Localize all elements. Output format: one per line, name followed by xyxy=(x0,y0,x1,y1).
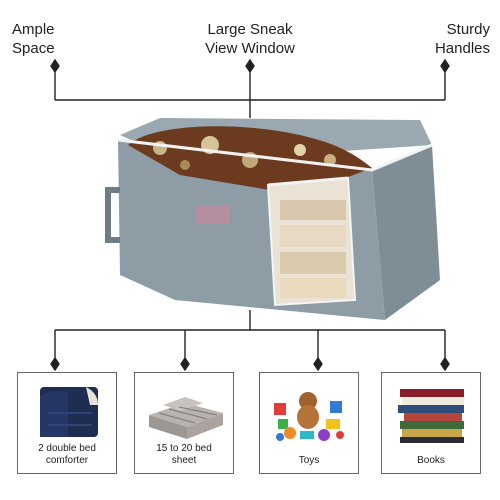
caption-line: Books xyxy=(417,455,445,466)
card-caption: 2 double bed comforter xyxy=(18,443,116,467)
caption-line: Toys xyxy=(298,455,320,466)
feature-label-line: Sturdy xyxy=(446,21,490,38)
comforter-icon xyxy=(40,387,98,437)
caption-line: comforter xyxy=(45,455,89,466)
feature-sturdy-handles: Sturdy Handles xyxy=(400,20,490,58)
caption-line: 2 double bed xyxy=(38,443,96,454)
feature-label-line: Space xyxy=(12,40,55,57)
storage-bag-image xyxy=(105,118,440,320)
card-caption: Books xyxy=(382,455,480,467)
bottom-connector xyxy=(50,310,450,372)
card-caption: Toys xyxy=(260,455,358,467)
feature-label-line: Ample xyxy=(12,21,55,38)
books-icon xyxy=(398,389,464,443)
feature-label-line: Handles xyxy=(434,40,490,57)
card-books: Books xyxy=(381,372,481,474)
bed-sheet-icon xyxy=(149,397,223,439)
caption-line: 15 to 20 bed xyxy=(156,443,212,454)
feature-label-line: View Window xyxy=(205,40,295,57)
feature-label-line: Large Sneak xyxy=(207,21,293,38)
feature-ample-space: Ample Space xyxy=(12,20,92,58)
card-comforter: 2 double bed comforter xyxy=(17,372,117,474)
card-toys: Toys xyxy=(259,372,359,474)
card-bed-sheet: 15 to 20 bed sheet xyxy=(134,372,234,474)
feature-view-window: Large Sneak View Window xyxy=(175,20,325,58)
toys-icon xyxy=(274,392,344,441)
card-caption: 15 to 20 bed sheet xyxy=(135,443,233,467)
top-connector xyxy=(50,58,450,118)
caption-line: sheet xyxy=(171,455,197,466)
